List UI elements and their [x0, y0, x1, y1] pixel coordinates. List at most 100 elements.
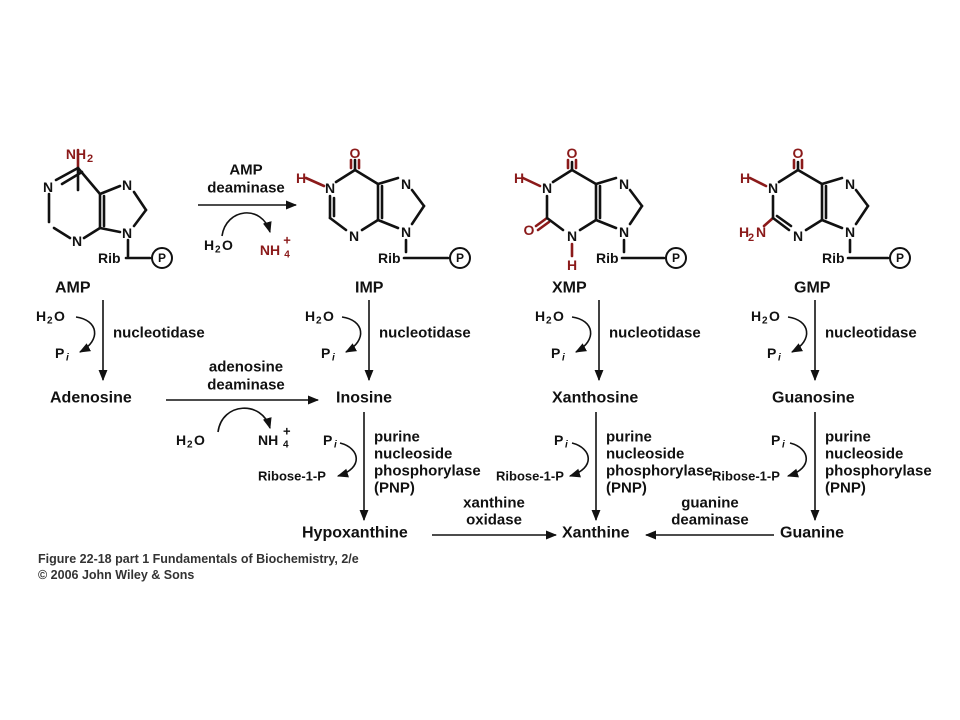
svg-text:H: H — [535, 308, 545, 324]
svg-text:N: N — [542, 180, 552, 196]
svg-text:NH: NH — [66, 146, 86, 162]
svg-text:xanthine: xanthine — [463, 495, 525, 512]
svg-text:purine: purine — [825, 429, 871, 446]
nucleotidase-gmp: H 2 O P i nucleotidase — [751, 300, 917, 382]
figure-caption: Figure 22-18 part 1 Fundamentals of Bioc… — [38, 552, 359, 566]
svg-text:H: H — [567, 257, 577, 273]
circled-P-icon — [665, 247, 687, 269]
svg-text:O: O — [553, 308, 564, 324]
adenosine-deaminase-reaction: adenosine deaminase H 2 O NH 4 + — [166, 359, 320, 451]
pnp-guanosine: P i Ribose-1-P purine nucleoside phospho… — [712, 412, 932, 522]
svg-text:N: N — [122, 225, 132, 241]
svg-text:O: O — [54, 308, 65, 324]
svg-text:P: P — [158, 251, 166, 265]
label-inosine: Inosine — [336, 390, 392, 407]
svg-text:N: N — [43, 179, 53, 195]
svg-text:nucleotidase: nucleotidase — [113, 325, 205, 342]
svg-text:nucleotidase: nucleotidase — [825, 325, 917, 342]
amp-structure: N N N N NH 2 Rib P — [43, 146, 173, 269]
svg-text:N: N — [756, 224, 766, 240]
svg-text:O: O — [567, 145, 578, 161]
svg-text:2: 2 — [87, 153, 93, 165]
svg-text:N: N — [401, 176, 411, 192]
svg-text:(PNP): (PNP) — [825, 480, 866, 497]
guanine-deaminase-reaction: guanine deaminase — [644, 495, 774, 540]
svg-text:P: P — [767, 345, 776, 361]
svg-text:Rib: Rib — [378, 250, 401, 266]
imp-structure: H N O N N N Rib P — [296, 145, 471, 269]
amp-deaminase-reaction: AMP deaminase H 2 O NH 4 + — [198, 162, 298, 261]
svg-text:2: 2 — [187, 440, 193, 451]
gmp-structure: H N O H 2 N N N N Rib P — [739, 145, 911, 269]
svg-text:H: H — [296, 170, 306, 186]
svg-text:2: 2 — [47, 316, 53, 327]
svg-text:Ribose-1-P: Ribose-1-P — [258, 469, 326, 484]
svg-text:NH: NH — [258, 432, 278, 448]
label-adenosine: Adenosine — [50, 390, 132, 407]
svg-text:Rib: Rib — [822, 250, 845, 266]
svg-text:O: O — [524, 222, 535, 238]
svg-text:i: i — [778, 353, 781, 364]
svg-text:NH: NH — [260, 242, 280, 258]
xmp-structure: H N O O N H N N Rib P — [514, 145, 687, 273]
label-guanine: Guanine — [780, 525, 844, 542]
label-imp: IMP — [355, 280, 384, 297]
svg-text:4: 4 — [283, 440, 289, 451]
svg-text:AMP: AMP — [229, 162, 262, 179]
svg-text:guanine: guanine — [681, 495, 739, 512]
svg-text:Ribose-1-P: Ribose-1-P — [496, 469, 564, 484]
nucleotidase-imp: H 2 O P i nucleotidase — [305, 300, 471, 382]
svg-text:2: 2 — [748, 232, 754, 244]
svg-text:H: H — [176, 432, 186, 448]
svg-text:N: N — [845, 224, 855, 240]
svg-text:N: N — [793, 228, 803, 244]
svg-text:H: H — [739, 224, 749, 240]
svg-text:nucleoside: nucleoside — [825, 446, 903, 463]
svg-text:nucleoside: nucleoside — [606, 446, 684, 463]
svg-text:2: 2 — [316, 316, 322, 327]
svg-text:phosphorylase: phosphorylase — [606, 463, 713, 480]
pnp-xanthosine: P i Ribose-1-P purine nucleoside phospho… — [496, 412, 713, 522]
circled-P-icon — [889, 247, 911, 269]
label-xanthosine: Xanthosine — [552, 390, 638, 407]
pnp-inosine: P i Ribose-1-P purine nucleoside phospho… — [258, 412, 481, 522]
svg-text:P: P — [771, 432, 780, 448]
svg-text:P: P — [323, 432, 332, 448]
copyright-line: © 2006 John Wiley & Sons — [38, 568, 194, 582]
nucleotidase-amp: H 2 O P i nucleotidase — [36, 300, 205, 382]
svg-text:phosphorylase: phosphorylase — [825, 463, 932, 480]
svg-text:N: N — [567, 228, 577, 244]
svg-text:Rib: Rib — [596, 250, 619, 266]
svg-text:O: O — [769, 308, 780, 324]
svg-text:H: H — [204, 237, 214, 253]
label-xmp: XMP — [552, 280, 587, 297]
svg-text:2: 2 — [546, 316, 552, 327]
svg-text:i: i — [334, 440, 337, 451]
svg-text:N: N — [401, 224, 411, 240]
svg-text:O: O — [350, 145, 361, 161]
svg-text:4: 4 — [284, 250, 290, 261]
label-gmp: GMP — [794, 280, 831, 297]
svg-text:purine: purine — [374, 429, 420, 446]
svg-text:H: H — [751, 308, 761, 324]
svg-text:(PNP): (PNP) — [606, 480, 647, 497]
label-guanosine: Guanosine — [772, 390, 855, 407]
svg-text:adenosine: adenosine — [209, 359, 283, 376]
svg-text:nucleotidase: nucleotidase — [609, 325, 701, 342]
svg-text:+: + — [283, 233, 291, 248]
svg-text:N: N — [619, 224, 629, 240]
svg-text:oxidase: oxidase — [466, 512, 522, 529]
svg-text:H: H — [36, 308, 46, 324]
svg-text:P: P — [672, 251, 680, 265]
svg-text:deaminase: deaminase — [671, 512, 749, 529]
svg-text:i: i — [332, 353, 335, 364]
svg-text:N: N — [122, 177, 132, 193]
svg-text:O: O — [323, 308, 334, 324]
svg-text:H: H — [514, 170, 524, 186]
svg-text:nucleotidase: nucleotidase — [379, 325, 471, 342]
svg-text:N: N — [325, 180, 335, 196]
svg-text:N: N — [349, 228, 359, 244]
svg-text:nucleoside: nucleoside — [374, 446, 452, 463]
svg-text:N: N — [72, 233, 82, 249]
